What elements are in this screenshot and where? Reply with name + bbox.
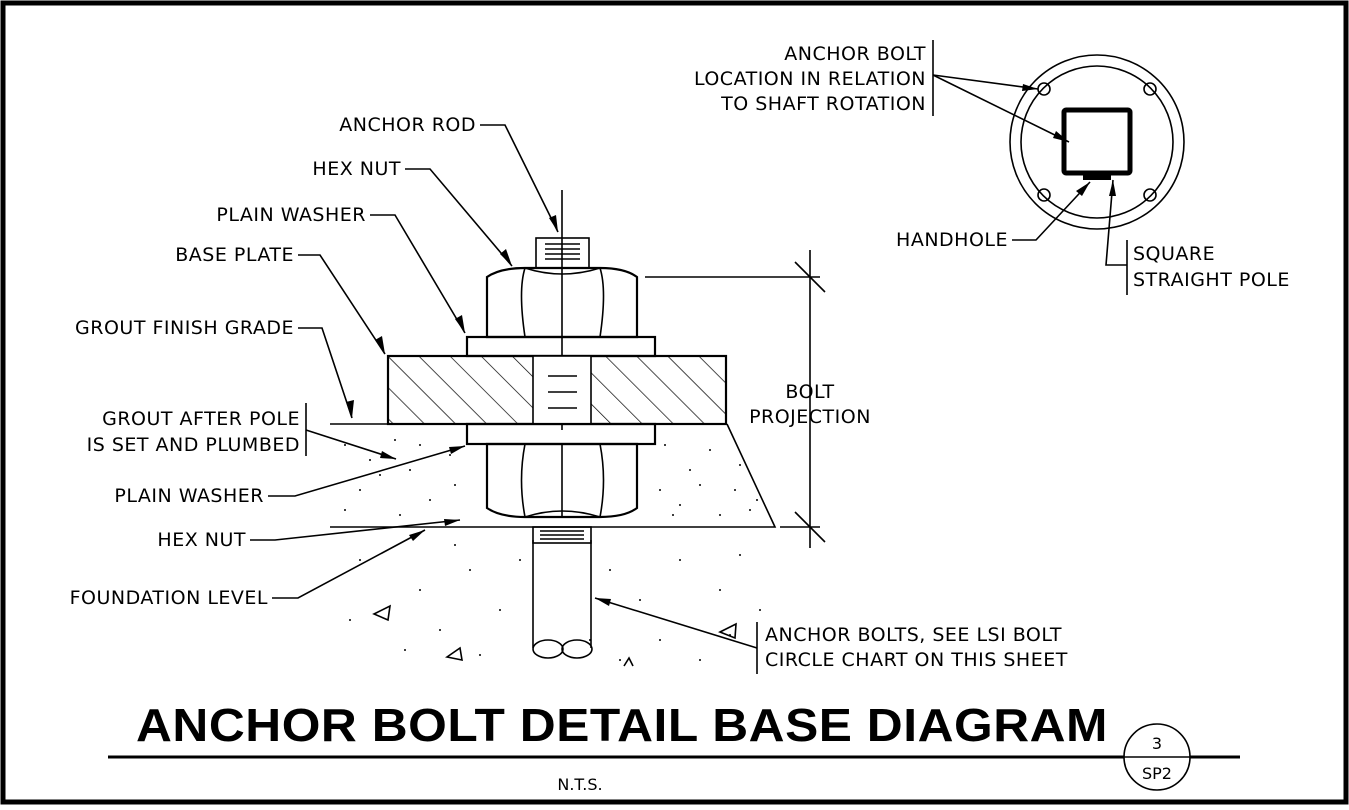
grout-after-pole-label-2: IS SET AND PLUMBED bbox=[87, 434, 300, 456]
bottom-hex-nut bbox=[485, 442, 639, 519]
plain-washer-bottom-label: PLAIN WASHER bbox=[114, 485, 264, 507]
bolt-projection-label-1: BOLT bbox=[785, 381, 834, 403]
bolt-projection-label-2: PROJECTION bbox=[749, 406, 871, 428]
detail-tag: 3 SP2 bbox=[1123, 723, 1191, 791]
leader-lines bbox=[250, 124, 758, 674]
base-plate bbox=[386, 354, 728, 426]
top-washer bbox=[465, 335, 657, 358]
foundation-level-label: FOUNDATION LEVEL bbox=[70, 587, 268, 609]
bolt-projection-dimension bbox=[645, 250, 826, 548]
anchor-location-label-1: ANCHOR BOLT bbox=[784, 43, 926, 65]
bottom-washer bbox=[465, 422, 657, 446]
base-plate-label: BASE PLATE bbox=[175, 244, 294, 266]
plain-washer-top-label: PLAIN WASHER bbox=[216, 204, 366, 226]
plan-leader-lines bbox=[932, 40, 1128, 295]
hex-nut-top-label: HEX NUT bbox=[312, 158, 401, 180]
anchor-bolts-label-1: ANCHOR BOLTS, SEE LSI BOLT bbox=[765, 624, 1062, 646]
detail-number: 3 bbox=[1152, 734, 1162, 753]
detail-sheet: SP2 bbox=[1142, 764, 1172, 783]
top-hex-nut bbox=[485, 266, 639, 339]
scale-note: N.T.S. bbox=[557, 775, 602, 794]
diagram-title: ANCHOR BOLT DETAIL BASE DIAGRAM bbox=[136, 699, 1108, 751]
anchor-rod-label: ANCHOR ROD bbox=[339, 114, 476, 136]
anchor-bolts-label-2: CIRCLE CHART ON THIS SHEET bbox=[765, 649, 1068, 671]
plan-view bbox=[1009, 54, 1185, 230]
handhole-label: HANDHOLE bbox=[896, 229, 1008, 251]
anchor-location-label-2: LOCATION IN RELATION bbox=[694, 68, 926, 90]
grout-after-pole-label-1: GROUT AFTER POLE bbox=[102, 408, 300, 430]
square-pole-label-2: STRAIGHT POLE bbox=[1133, 269, 1290, 291]
grout-finish-grade-label: GROUT FINISH GRADE bbox=[75, 317, 294, 339]
square-pole-label-1: SQUARE bbox=[1133, 243, 1215, 265]
hex-nut-bottom-label: HEX NUT bbox=[157, 529, 246, 551]
anchor-location-label-3: TO SHAFT ROTATION bbox=[720, 93, 926, 115]
